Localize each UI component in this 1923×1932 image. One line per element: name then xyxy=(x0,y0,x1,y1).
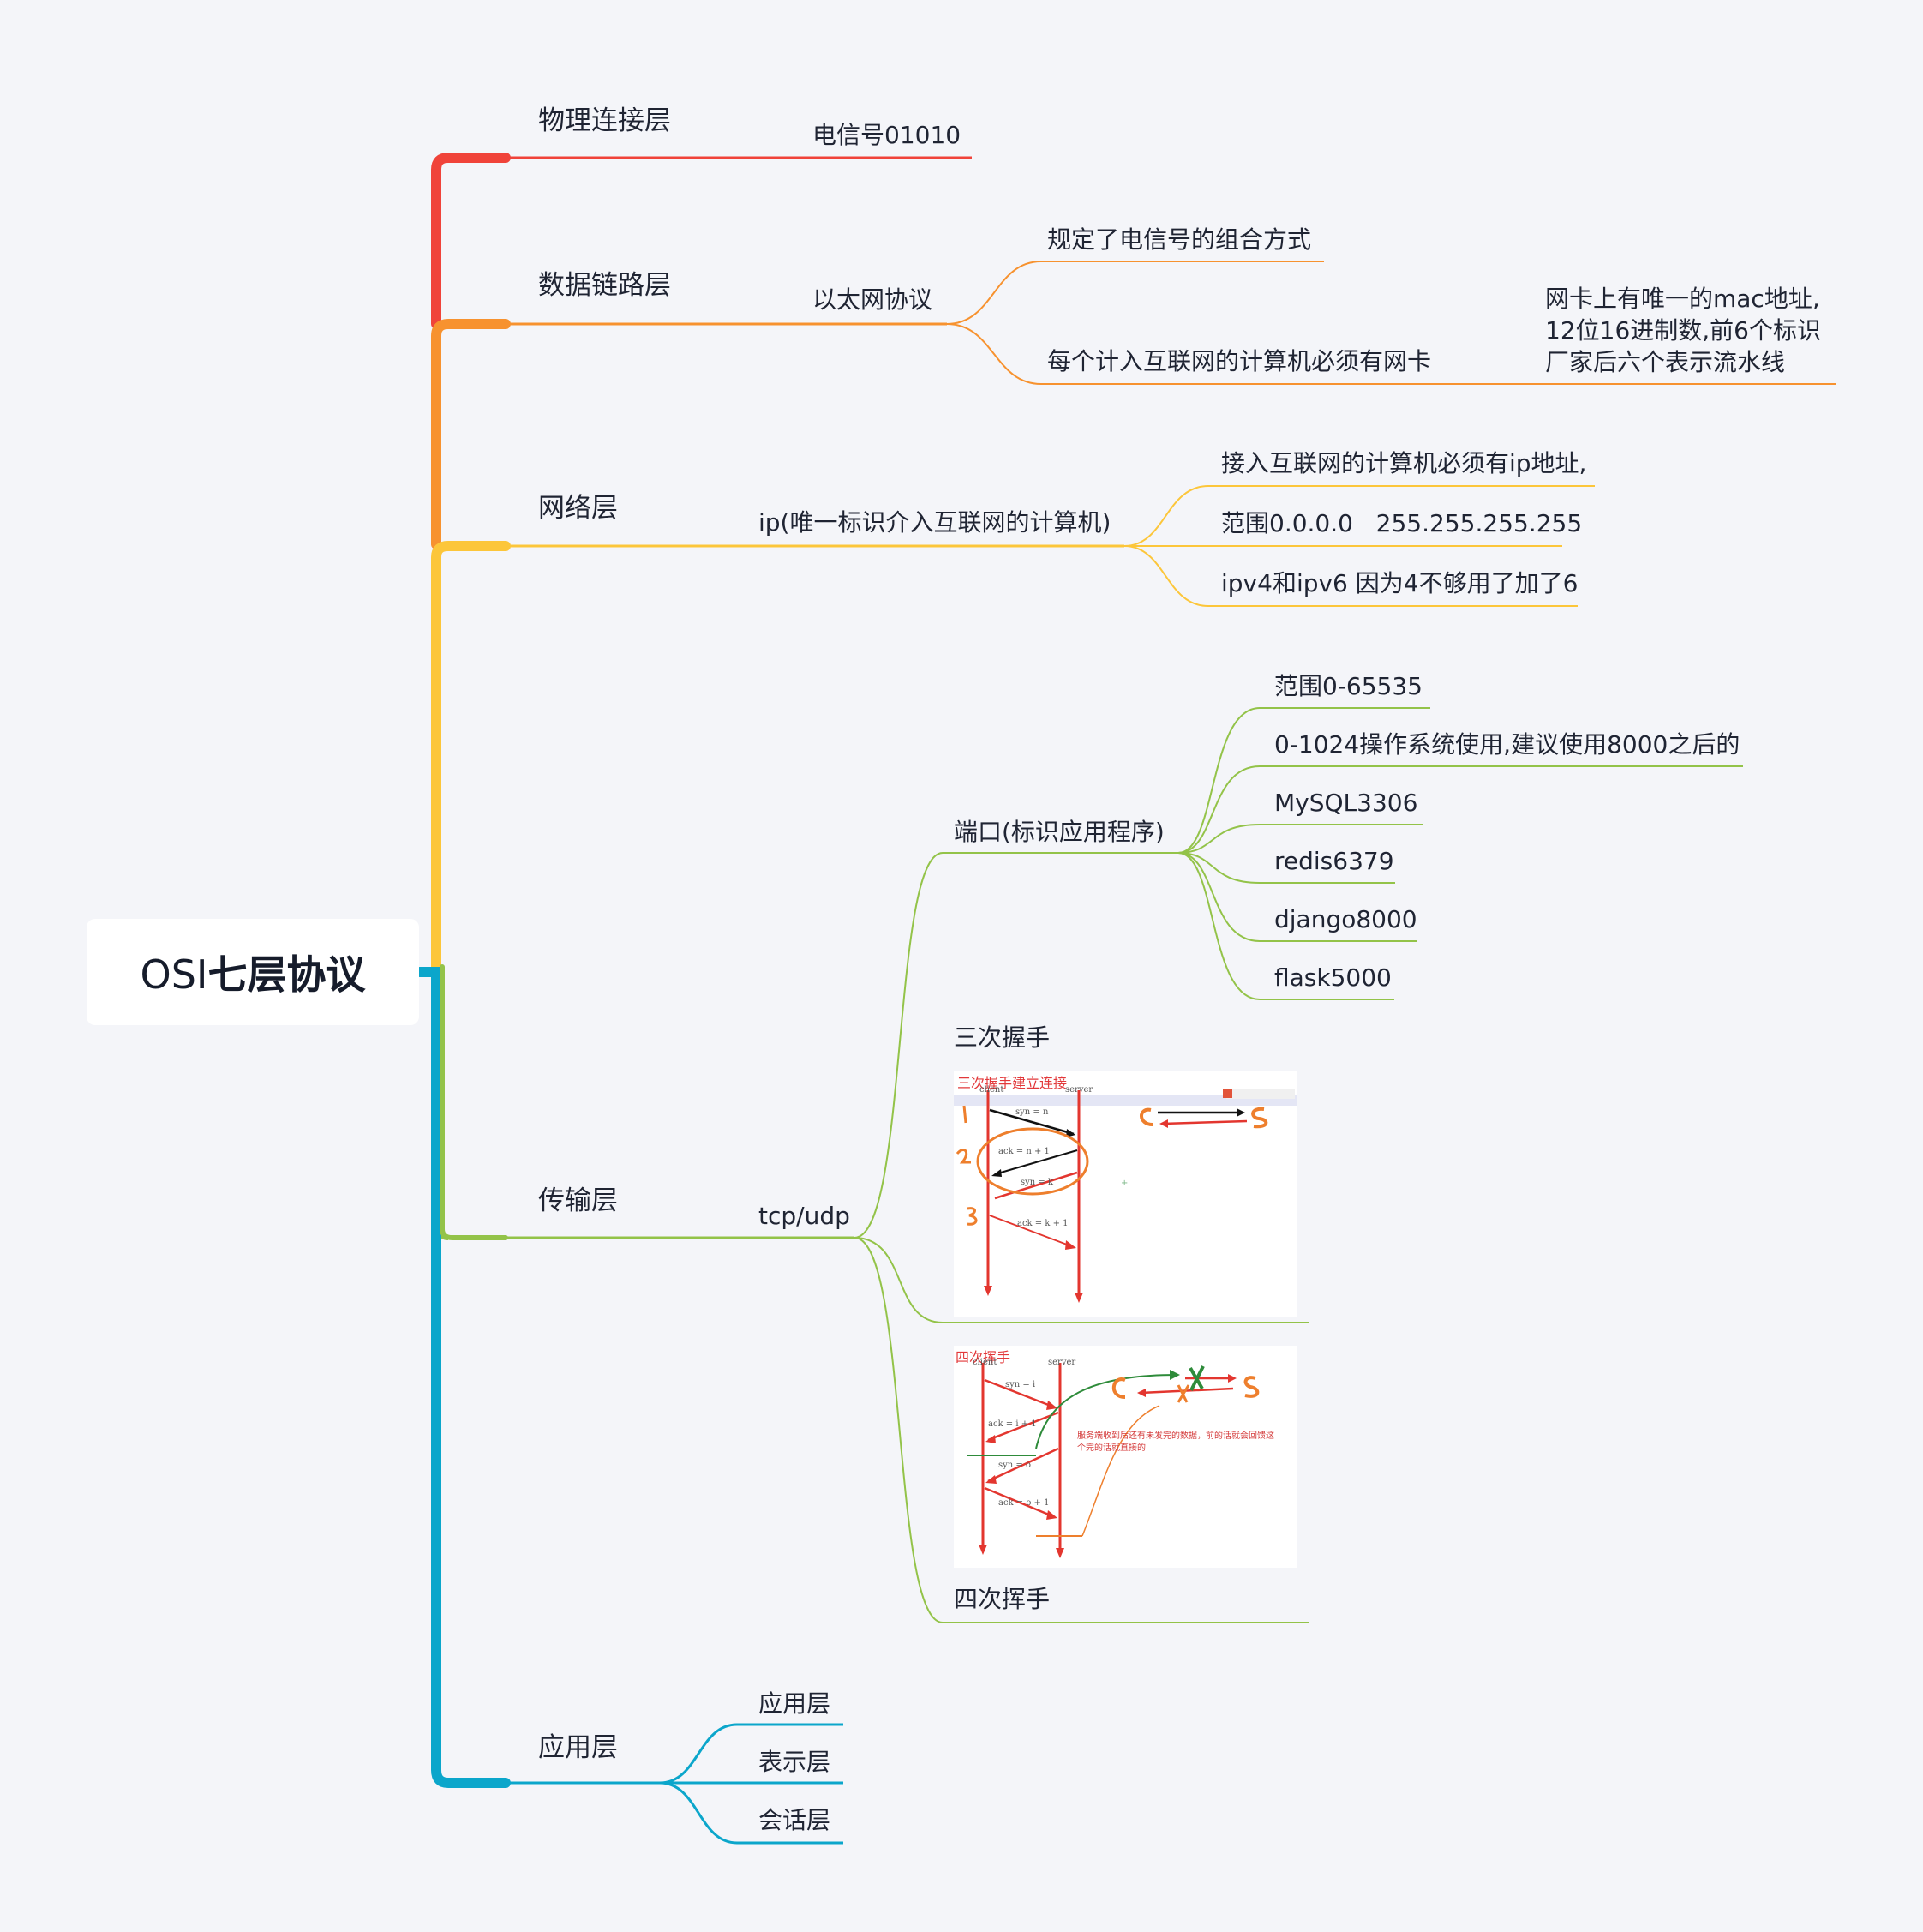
application-child[interactable]: 表示层 xyxy=(758,1748,831,1776)
mac-note-line-3: 厂家后六个表示流水线 xyxy=(1545,348,1786,376)
layer-transport-label[interactable]: 传输层 xyxy=(538,1185,618,1216)
line-network-detail-1 xyxy=(1123,485,1595,547)
trunk-network xyxy=(431,541,511,972)
port-item[interactable]: 范围0-65535 xyxy=(1274,672,1423,700)
handshake-msg: syn = n xyxy=(1015,1107,1049,1117)
root-node[interactable]: OSI七层协议 xyxy=(87,919,419,1025)
wave-note-line-2: 个完的话就直接的 xyxy=(1077,1443,1146,1453)
application-child[interactable]: 应用层 xyxy=(758,1689,831,1718)
line-application-child-3 xyxy=(659,1781,843,1845)
port-item[interactable]: MySQL3306 xyxy=(1274,789,1418,817)
application-child[interactable]: 会话层 xyxy=(758,1806,831,1834)
line-port-item-1 xyxy=(1177,707,1430,854)
wave-server-label: server xyxy=(1048,1358,1076,1367)
line-transport-wave xyxy=(854,1237,1309,1623)
handshake-msg: ack = n + 1 xyxy=(998,1147,1050,1156)
datalink-mac-note[interactable]: 网卡上有唯一的mac地址, 12位16进制数,前6个标识 厂家后六个表示流水线 xyxy=(1545,283,1821,378)
mac-note-line-2: 12位16进制数,前6个标识 xyxy=(1545,316,1821,345)
handshake-image: + 三次握手建立连接 client server syn = n ack = n… xyxy=(954,1071,1297,1317)
line-port-item-3 xyxy=(1177,824,1423,854)
handshake-label[interactable]: 三次握手 xyxy=(954,1023,1051,1052)
line-port-item-4 xyxy=(1177,852,1395,884)
layer-physical-label[interactable]: 物理连接层 xyxy=(538,105,671,136)
network-detail-2[interactable]: 范围0.0.0.0 255.255.255.255 xyxy=(1221,509,1583,537)
wave-msg: syn = o xyxy=(998,1461,1031,1470)
network-detail-3[interactable]: ipv4和ipv6 因为4不够用了加了6 xyxy=(1221,569,1579,597)
handshake-drawing: + xyxy=(954,1089,1297,1303)
mac-note-line-1: 网卡上有唯一的mac地址, xyxy=(1545,285,1820,313)
line-port-item-2 xyxy=(1177,765,1743,854)
layer-network-label[interactable]: 网络层 xyxy=(538,493,618,524)
line-port-item-6 xyxy=(1177,852,1394,1000)
physical-child-signal[interactable]: 电信号01010 xyxy=(812,121,962,149)
wave-note-line-1: 服务端收到后还有未发完的数据，前的话就会回馈这 xyxy=(1077,1431,1274,1441)
transport-child-tcpudp[interactable]: tcp/udp xyxy=(758,1202,850,1230)
wave-image: 四次挥手 client server syn = i ack = i + 1 s… xyxy=(954,1346,1297,1568)
datalink-detail-2[interactable]: 每个计入互联网的计算机必须有网卡 xyxy=(1047,347,1432,375)
handshake-msg: ack = k + 1 xyxy=(1017,1219,1069,1228)
trunk-application xyxy=(415,967,511,1788)
line-datalink-detail-2 xyxy=(946,323,1836,385)
port-item[interactable]: flask5000 xyxy=(1274,963,1392,992)
handshake-msg: syn = k xyxy=(1021,1178,1054,1187)
root-title: OSI七层协议 xyxy=(140,951,366,998)
wave-label[interactable]: 四次挥手 xyxy=(954,1585,1051,1613)
svg-text:+: + xyxy=(1121,1179,1128,1188)
line-port-item-5 xyxy=(1177,852,1417,942)
trunk-datalink xyxy=(431,319,511,549)
transport-port-label[interactable]: 端口(标识应用程序) xyxy=(954,818,1165,846)
network-detail-1[interactable]: 接入互联网的计算机必须有ip地址, xyxy=(1221,449,1587,477)
handshake-server-label: server xyxy=(1065,1085,1093,1095)
line-application-child-1 xyxy=(659,1723,843,1785)
handshake-image-title: 三次握手建立连接 xyxy=(957,1075,1068,1091)
datalink-detail-1[interactable]: 规定了电信号的组合方式 xyxy=(1047,225,1312,254)
handshake-client-label: client xyxy=(979,1085,1004,1095)
port-item[interactable]: django8000 xyxy=(1274,905,1417,933)
layer-datalink-label[interactable]: 数据链路层 xyxy=(538,270,671,301)
wave-image-title: 四次挥手 xyxy=(956,1349,1011,1365)
network-child-ip[interactable]: ip(唯一标识介入互联网的计算机) xyxy=(758,508,1111,537)
wave-drawing xyxy=(967,1363,1260,1558)
wave-msg: syn = i xyxy=(1005,1380,1036,1389)
wave-msg: ack = o + 1 xyxy=(998,1498,1050,1508)
line-datalink-detail-1 xyxy=(946,261,1324,325)
trunk-physical xyxy=(431,153,511,329)
port-item[interactable]: redis6379 xyxy=(1274,847,1394,875)
datalink-child-ethernet[interactable]: 以太网协议 xyxy=(812,285,933,314)
wave-msg: ack = i + 1 xyxy=(988,1419,1037,1429)
branch-transport-stub xyxy=(440,964,508,1240)
line-network-detail-3 xyxy=(1123,545,1578,607)
port-item[interactable]: 0-1024操作系统使用,建议使用8000之后的 xyxy=(1274,730,1740,759)
wave-client-label: client xyxy=(973,1358,997,1367)
line-transport-handshake xyxy=(854,1237,1309,1323)
layer-application-label[interactable]: 应用层 xyxy=(538,1732,618,1763)
line-transport-port xyxy=(854,852,1178,1239)
